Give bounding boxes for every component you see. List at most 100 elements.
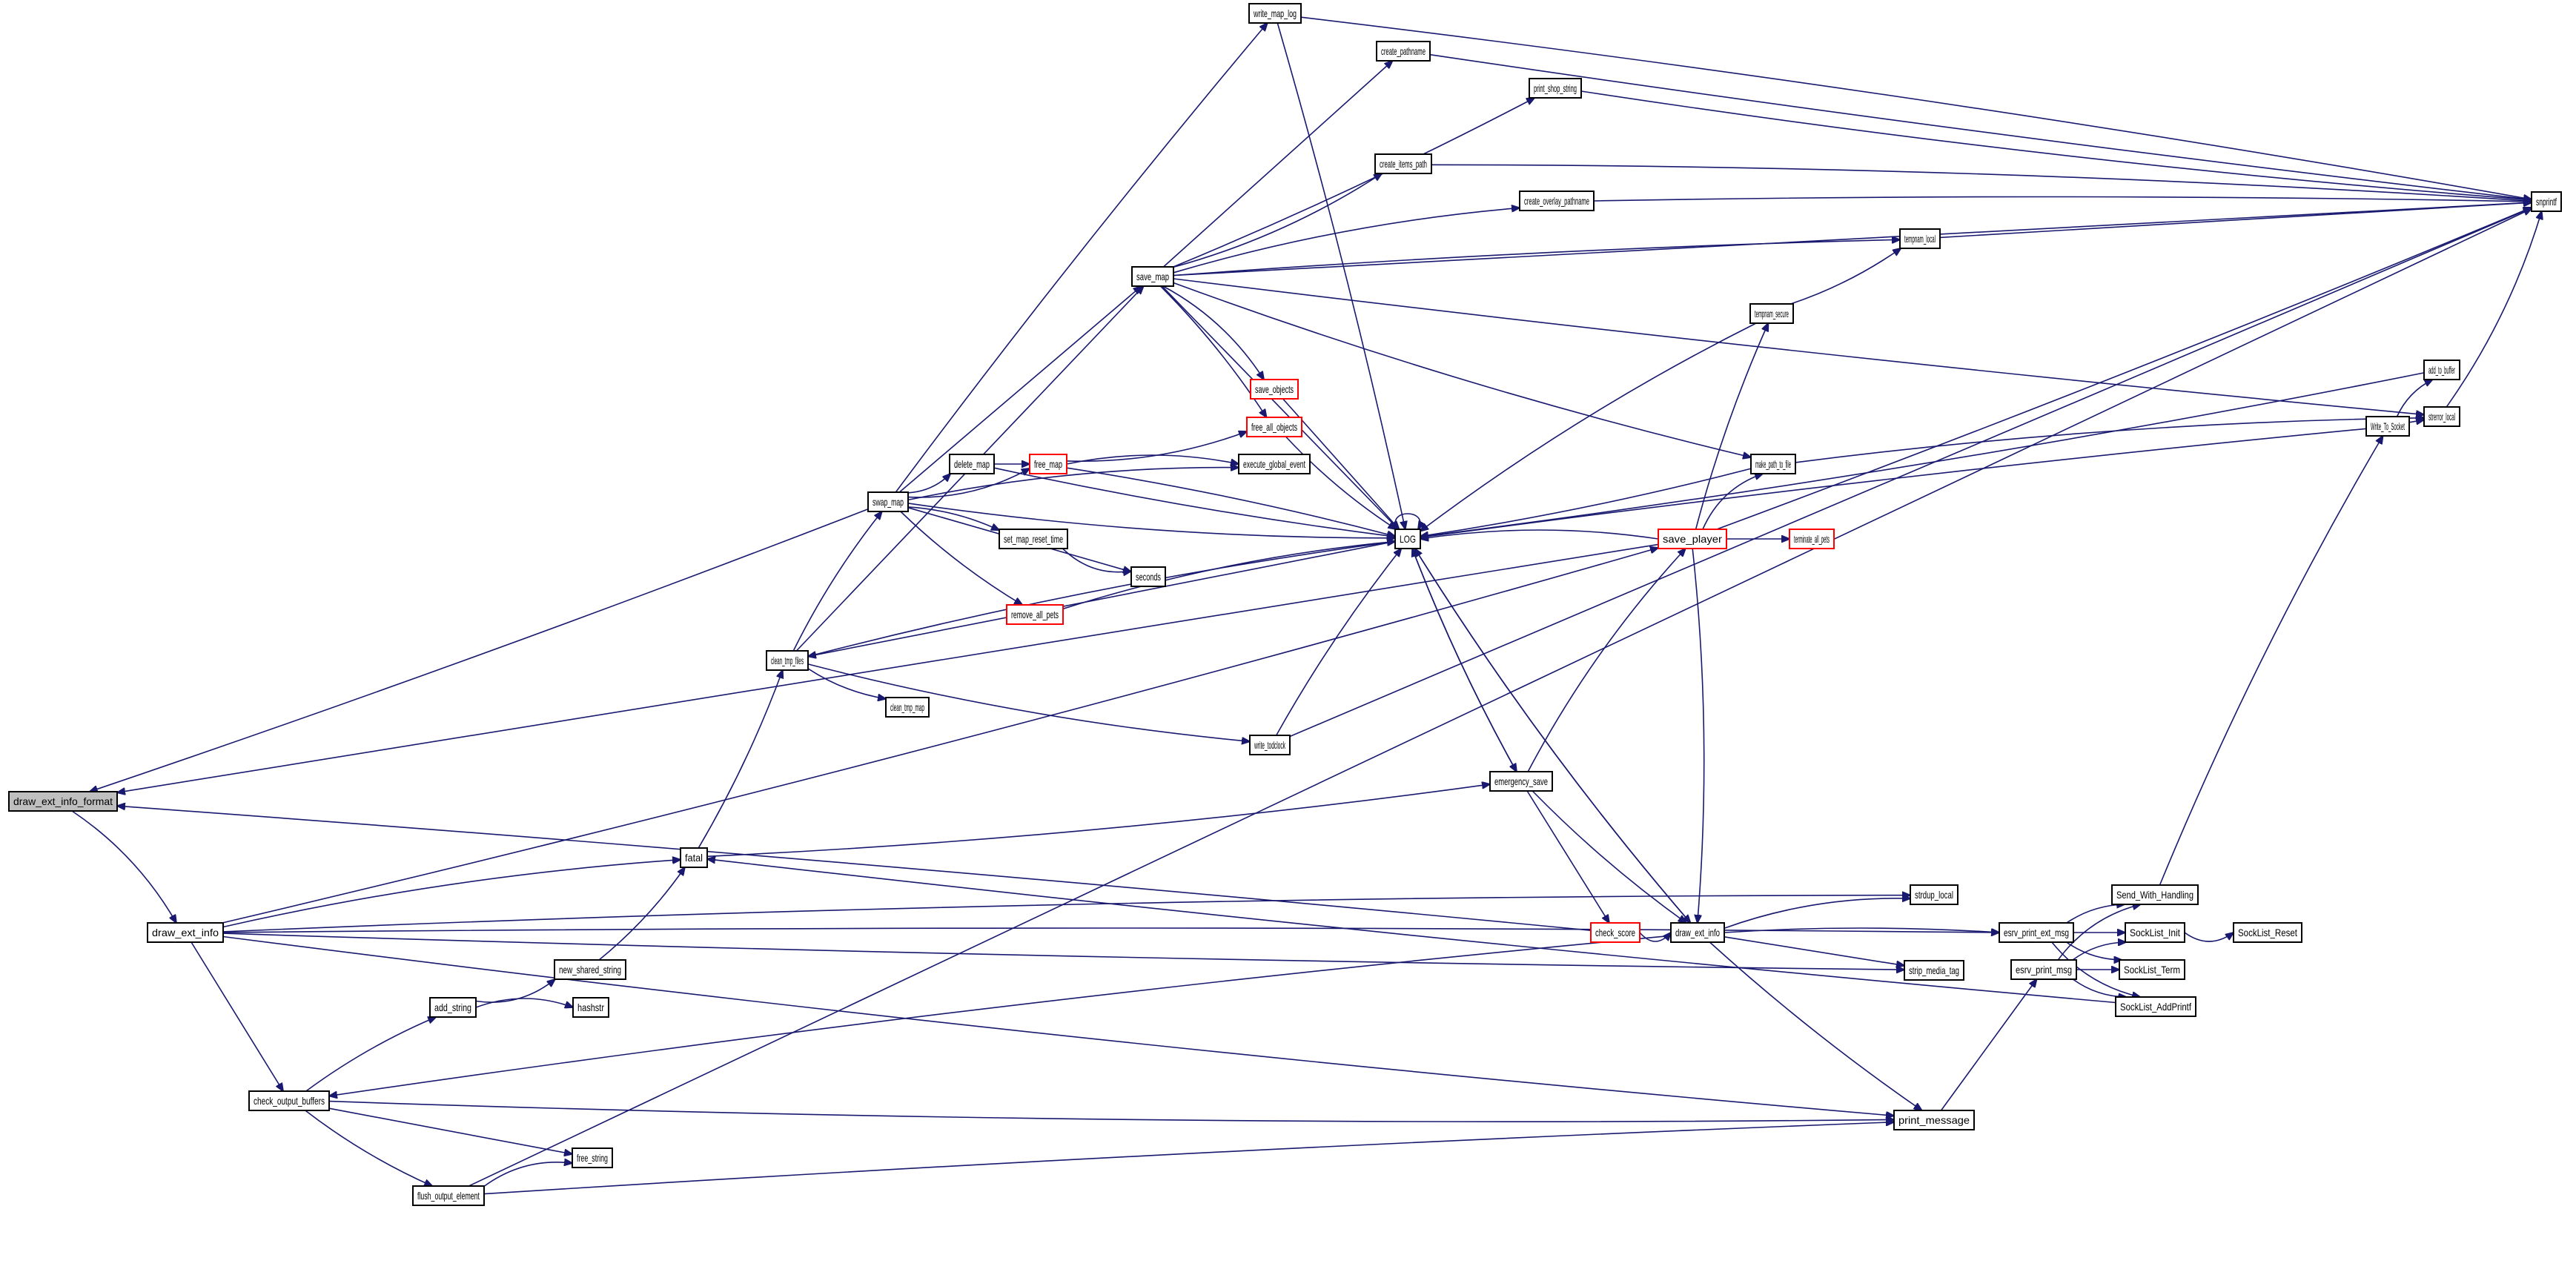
node-add-to-buffer[interactable]: add_to_buffer [2423,360,2460,380]
node-box[interactable] [412,1185,485,1206]
node-delete-map[interactable]: delete_map [949,454,995,474]
node-box[interactable] [1394,529,1421,549]
node-box[interactable] [2115,996,2196,1017]
node-swap-map[interactable]: swap_map [867,491,909,512]
node-box[interactable] [572,997,609,1018]
node-box[interactable] [2125,922,2185,943]
node-new-shared-string[interactable]: new_shared_string [554,959,626,980]
node-socklist-init[interactable]: SockList_Init [2125,922,2185,943]
node-box[interactable] [8,791,118,812]
node-box[interactable] [766,650,809,671]
node-box[interactable] [1750,454,1796,474]
node-clean-tmp-files[interactable]: clean_tmp_files [766,650,809,671]
node-draw-ext-info-format[interactable]: draw_ext_info_format [8,791,118,812]
node-snprintf[interactable]: snprintf [2531,191,2562,212]
node-seconds[interactable]: seconds [1130,566,1166,587]
node-write-todclock[interactable]: write_todclock [1249,735,1291,755]
node-strdup-local[interactable]: strdup_local [1910,884,1959,905]
node-box[interactable] [554,959,626,980]
node-set-map-reset-time[interactable]: set_map_reset_time [999,529,1068,549]
node-send-with-handling[interactable]: Send_With_Handling [2111,884,2199,905]
node-hashstr[interactable]: hashstr [572,997,609,1018]
node-box[interactable] [1904,960,1964,981]
node-write-map-log[interactable]: write_map_log [1248,3,1302,24]
node-box[interactable] [2010,959,2077,980]
node-box[interactable] [1910,884,1959,905]
node-box[interactable] [1658,529,1727,549]
node-check-score[interactable]: check_score [1590,922,1640,943]
node-terminate-all-pets[interactable]: terminate_all_pets [1789,529,1835,549]
node-free-string[interactable]: free_string [572,1148,613,1168]
node-socklist-reset[interactable]: SockList_Reset [2233,922,2302,943]
node-box[interactable] [1029,454,1067,474]
node-box[interactable] [1374,153,1432,174]
node-save-player[interactable]: save_player [1658,529,1727,549]
node-strip-media-tag[interactable]: strip_media_tag [1904,960,1964,981]
node-esrv-print-msg[interactable]: esrv_print_msg [2010,959,2077,980]
node-box[interactable] [1590,922,1640,943]
node-esrv-print-ext-msg[interactable]: esrv_print_ext_msg [1999,922,2074,943]
node-box[interactable] [949,454,995,474]
node-box[interactable] [2233,922,2302,943]
node-strerror-local[interactable]: strerror_local [2423,406,2460,427]
node-log[interactable]: LOG [1394,529,1421,549]
node-free-all-objects[interactable]: free_all_objects [1246,417,1302,437]
node-box[interactable] [2531,191,2562,212]
node-box[interactable] [1789,529,1835,549]
node-box[interactable] [1529,78,1582,99]
node-save-map[interactable]: save_map [1131,266,1174,287]
node-print-message[interactable]: print_message [1893,1110,1975,1130]
node-box[interactable] [1131,266,1174,287]
node-draw-ext-info-l[interactable]: draw_ext_info [147,922,224,943]
node-socklist-addprintf[interactable]: SockList_AddPrintf [2115,996,2196,1017]
node-box[interactable] [1519,191,1595,211]
node-box[interactable] [2111,884,2199,905]
node-write-to-socket[interactable]: Write_To_Socket [2365,416,2410,437]
node-box[interactable] [1999,922,2074,943]
node-box[interactable] [429,997,477,1018]
node-box[interactable] [999,529,1068,549]
node-box[interactable] [1893,1110,1975,1130]
node-box[interactable] [1250,379,1299,400]
node-box[interactable] [2119,959,2185,980]
node-socklist-term[interactable]: SockList_Term [2119,959,2185,980]
node-box[interactable] [1246,417,1302,437]
node-box[interactable] [680,847,708,868]
node-box[interactable] [1130,566,1166,587]
node-save-objects[interactable]: save_objects [1250,379,1299,400]
node-box[interactable] [147,922,224,943]
node-box[interactable] [867,491,909,512]
node-clean-tmp-map[interactable]: clean_tmp_map [885,697,930,718]
node-flush-output-element[interactable]: flush_output_element [412,1185,485,1206]
node-check-output-buffers[interactable]: check_output_buffers [248,1090,330,1111]
node-free-map[interactable]: free_map [1029,454,1067,474]
node-draw-ext-info-r[interactable]: draw_ext_info [1670,922,1725,943]
node-execute-global-event[interactable]: execute_global_event [1238,454,1311,474]
node-tempnam-secure[interactable]: tempnam_secure [1749,303,1794,324]
node-box[interactable] [1670,922,1725,943]
node-box[interactable] [1489,771,1553,792]
node-box[interactable] [1899,228,1941,249]
node-remove-all-pets[interactable]: remove_all_pets [1006,604,1064,625]
node-tempnam-local[interactable]: tempnam_local [1899,228,1941,249]
node-box[interactable] [1248,3,1302,24]
node-emergency-save[interactable]: emergency_save [1489,771,1553,792]
node-box[interactable] [1249,735,1291,755]
node-create-pathname[interactable]: create_pathname [1376,41,1431,62]
node-create-items-path[interactable]: create_items_path [1374,153,1432,174]
node-box[interactable] [248,1090,330,1111]
node-box[interactable] [1749,303,1794,324]
node-make-path-to-file[interactable]: make_path_to_file [1750,454,1796,474]
node-create-overlay-pathname[interactable]: create_overlay_pathname [1519,191,1595,211]
node-box[interactable] [572,1148,613,1168]
node-box[interactable] [1006,604,1064,625]
node-box[interactable] [2365,416,2410,437]
node-print-shop-string[interactable]: print_shop_string [1529,78,1582,99]
node-box[interactable] [2423,360,2460,380]
node-box[interactable] [1238,454,1311,474]
node-box[interactable] [885,697,930,718]
node-add-string[interactable]: add_string [429,997,477,1018]
node-box[interactable] [2423,406,2460,427]
node-fatal[interactable]: fatal [680,847,708,868]
node-box[interactable] [1376,41,1431,62]
